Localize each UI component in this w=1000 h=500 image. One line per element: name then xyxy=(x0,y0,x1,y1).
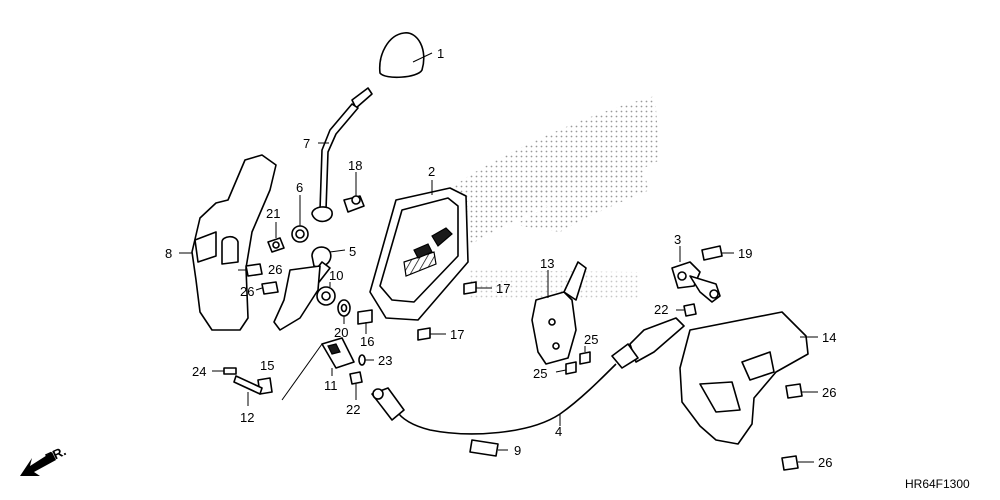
bolt-part xyxy=(785,383,818,399)
flange-nut-part xyxy=(267,222,285,253)
callout-19: 19 xyxy=(738,246,752,261)
callout-17b: 17 xyxy=(450,327,464,342)
callout-labels: 1 2 3 4 5 6 7 8 9 10 11 12 13 14 15 16 1… xyxy=(165,46,836,470)
shift-lever-rod-part xyxy=(311,87,373,223)
callout-25b: 25 xyxy=(533,366,547,381)
callout-9: 9 xyxy=(514,443,521,458)
callout-14: 14 xyxy=(822,330,836,345)
callout-12: 12 xyxy=(240,410,254,425)
callout-20: 20 xyxy=(334,325,348,340)
callout-16: 16 xyxy=(360,334,374,349)
mounting-bracket-part xyxy=(179,154,277,331)
lever-plate-part xyxy=(273,265,336,331)
spring-part xyxy=(291,195,309,243)
callout-11: 11 xyxy=(324,378,338,393)
o-ring-part xyxy=(358,354,374,366)
callout-22b: 22 xyxy=(346,402,360,417)
callout-23: 23 xyxy=(378,353,392,368)
pin-part xyxy=(212,367,237,375)
honda-wing-logo xyxy=(429,96,660,300)
callout-8: 8 xyxy=(165,246,172,261)
shift-guide-panel-part xyxy=(369,180,469,321)
long-bolt-part xyxy=(233,375,263,406)
washer-part xyxy=(337,299,351,324)
bolt-part xyxy=(579,346,591,365)
callout-18: 18 xyxy=(348,158,362,173)
callout-24: 24 xyxy=(192,364,206,379)
callout-5: 5 xyxy=(349,244,356,259)
pin-bolt-part xyxy=(357,309,373,334)
bolt-part xyxy=(781,455,814,471)
callout-6: 6 xyxy=(296,180,303,195)
callout-10: 10 xyxy=(329,268,343,283)
diagram-code: HR64F1300 xyxy=(905,477,970,491)
shift-cable-part xyxy=(371,317,685,435)
flange-bolt-part xyxy=(417,327,446,341)
shift-arm-part xyxy=(671,246,721,303)
bolt-part xyxy=(555,361,577,375)
callout-26c: 26 xyxy=(822,385,836,400)
callout-3: 3 xyxy=(674,232,681,247)
callout-17a: 17 xyxy=(496,281,510,296)
heat-guard-part xyxy=(679,311,818,445)
stopper-part xyxy=(321,337,355,376)
callout-26b: 26 xyxy=(240,284,254,299)
collar-bolt-part xyxy=(343,172,365,213)
bolt-part xyxy=(255,281,279,295)
callout-22a: 22 xyxy=(654,302,668,317)
callout-13: 13 xyxy=(540,256,554,271)
callout-26a: 26 xyxy=(268,262,282,277)
callout-7: 7 xyxy=(303,136,310,151)
callout-21: 21 xyxy=(266,206,280,221)
bolt-part xyxy=(238,263,263,277)
cable-bracket-part xyxy=(531,261,587,365)
nut-part xyxy=(349,371,363,400)
cable-clip-part xyxy=(469,439,508,457)
front-indicator-label: FR. xyxy=(43,443,68,465)
callout-4: 4 xyxy=(555,424,562,439)
callout-25a: 25 xyxy=(584,332,598,347)
bolt-part xyxy=(701,245,734,261)
callout-15: 15 xyxy=(260,358,274,373)
shift-knob-part xyxy=(379,32,433,79)
callout-2: 2 xyxy=(428,164,435,179)
callout-1: 1 xyxy=(437,46,444,61)
flange-bolt-part xyxy=(463,281,492,295)
callout-26d: 26 xyxy=(818,455,832,470)
front-arrow-icon: FR. xyxy=(20,443,68,476)
nut-part xyxy=(676,303,697,317)
